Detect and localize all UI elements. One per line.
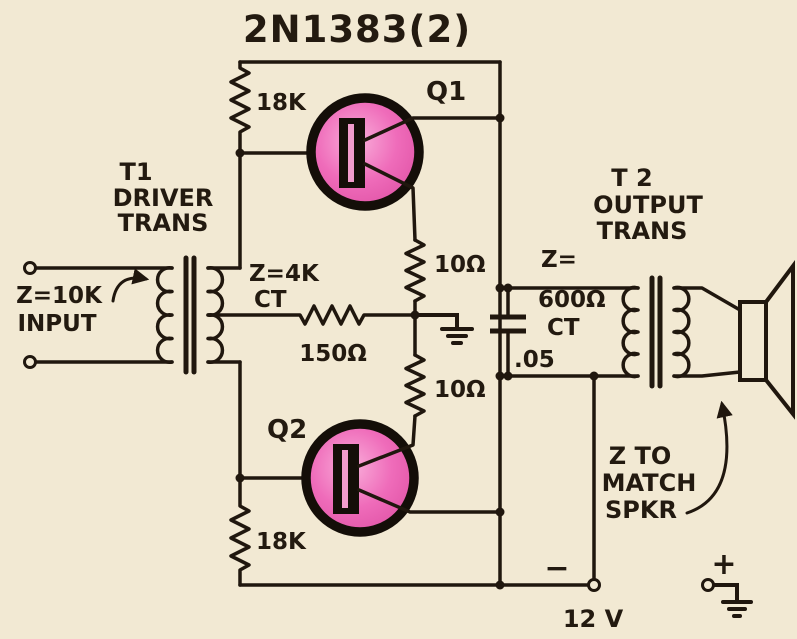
capacitor-value-label: .05 [514, 347, 555, 373]
transistor-q1 [238, 93, 502, 242]
t2-secondary-coil [672, 285, 691, 379]
spkr-note-line2: MATCH [602, 469, 697, 497]
junction-dots [235, 113, 599, 590]
spkr-note-line3: SPKR [605, 496, 677, 524]
r10-bottom-label: 10Ω [434, 377, 486, 403]
battery-plus-sign: + [711, 547, 736, 582]
ground-icon-main [413, 313, 474, 345]
resistor-10ohm-bottom [404, 353, 426, 418]
q2-label: Q2 [267, 415, 307, 445]
battery-terminal-positive [701, 578, 715, 592]
ground-icon-battery [712, 583, 753, 618]
input-terminal-top [23, 261, 37, 275]
battery-voltage-label: 12 V [563, 605, 624, 633]
q2-collector-lead [357, 488, 502, 514]
t2-name-label: T 2 [611, 164, 652, 192]
t2-output-label: OUTPUT [593, 191, 703, 219]
input-terminal-bottom [23, 355, 37, 369]
r150-label: 150Ω [299, 341, 367, 367]
transistor-q2 [238, 414, 502, 537]
t2-ct-label: CT [547, 315, 580, 341]
q1-collector-lead [363, 116, 502, 142]
t1-primary-coil [155, 266, 174, 364]
t1-driver-label: DRIVER [113, 184, 214, 212]
t1-name-label: T1 [119, 158, 152, 186]
t2-primary-coil [621, 285, 640, 379]
transformer-t1 [155, 255, 225, 375]
r18k-bottom-label: 18K [256, 529, 307, 555]
resistor-10ohm-top [404, 238, 426, 303]
input-impedance-label: Z=10K [16, 283, 103, 309]
r18k-top-label: 18K [256, 90, 307, 116]
resistor-18k-bottom [229, 360, 251, 587]
input-label: INPUT [17, 311, 96, 337]
capacitor-05 [490, 286, 526, 378]
battery-terminal-negative [587, 578, 601, 592]
t1-secondary-impedance-label: Z=4K [249, 261, 320, 287]
t1-pointer-arrow [111, 268, 150, 303]
battery-minus-sign: − [544, 551, 569, 586]
r10-top-label: 10Ω [434, 252, 486, 278]
speaker-pointer-arrow [685, 400, 733, 515]
t2-trans-label: TRANS [597, 217, 688, 245]
t1-secondary-coil [206, 266, 225, 364]
q2-body [301, 419, 419, 537]
schematic-title: 2N1383(2) [243, 8, 471, 51]
t1-trans-label: TRANS [118, 209, 209, 237]
transformer-t2 [621, 275, 691, 389]
spkr-note-line1: Z TO [609, 442, 672, 470]
q1-label: Q1 [426, 77, 466, 107]
resistor-18k-top [229, 60, 251, 270]
q1-emitter-lead [363, 162, 417, 242]
q2-emitter-lead [357, 414, 417, 468]
resistor-150ohm [206, 304, 417, 326]
speaker-icon [738, 260, 795, 420]
t2-impedance-label: 600Ω [538, 287, 606, 313]
t1-ct-label: CT [254, 287, 287, 313]
t2-impedance-prefix-label: Z= [541, 247, 577, 273]
